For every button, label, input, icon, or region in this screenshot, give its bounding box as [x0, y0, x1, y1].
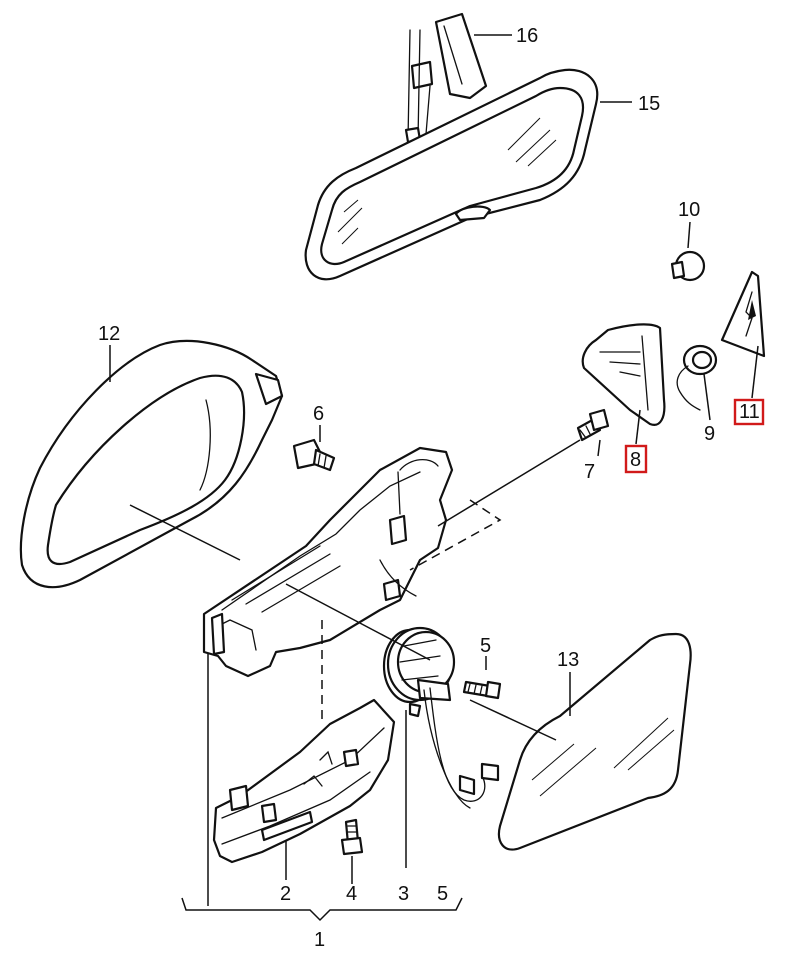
- assembly-lines: [129, 439, 581, 906]
- callout-15: 15: [638, 93, 660, 115]
- callout-5-group: 5: [437, 883, 448, 905]
- callout-leaders: [109, 34, 759, 922]
- callout-5-screw: 5: [480, 635, 491, 657]
- highlight-box-8: [624, 444, 648, 474]
- part-7-screw: [576, 408, 610, 442]
- callout-8: 8: [630, 449, 641, 471]
- part-9-sensor-ring: [676, 344, 718, 411]
- part-5-screw: [462, 680, 502, 700]
- highlight-box-11: [733, 398, 765, 426]
- callout-12: 12: [98, 323, 120, 345]
- part-10-cap: [670, 250, 706, 282]
- callout-9: 9: [704, 423, 715, 445]
- part-8-trim-cover: [581, 323, 666, 426]
- part-12-housing-cap: [19, 339, 284, 589]
- callout-4: 4: [346, 883, 357, 905]
- callout-10: 10: [678, 199, 700, 221]
- callout-11: 11: [739, 401, 760, 423]
- callout-16: 16: [516, 25, 538, 47]
- callout-2: 2: [280, 883, 291, 905]
- callout-1: 1: [314, 929, 325, 951]
- part-13-mirror-glass: [497, 632, 692, 851]
- part-11-triangle-insert: [720, 270, 766, 358]
- part-15-interior-mirror: [304, 68, 599, 281]
- part-2-lower-cover: [212, 698, 396, 864]
- part-6-bolt: [292, 438, 336, 472]
- part-4-screw: [340, 818, 364, 856]
- callout-7: 7: [584, 461, 595, 483]
- callout-6: 6: [313, 403, 324, 425]
- mirror-base-bracket: [202, 446, 454, 678]
- callout-3: 3: [398, 883, 409, 905]
- callout-13: 13: [557, 649, 579, 671]
